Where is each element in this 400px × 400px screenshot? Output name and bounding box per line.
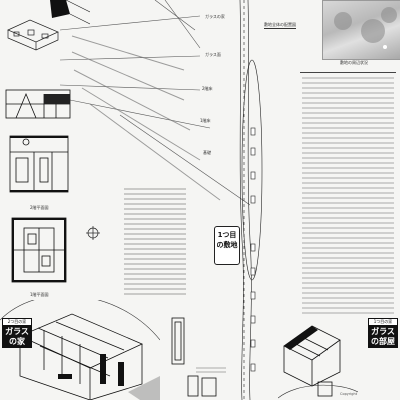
label-glass-room-line2: の部屋 xyxy=(371,337,395,346)
label-glass-house-line1: ガラス xyxy=(5,327,29,336)
center-site-marker: 1つ目 の敷地 xyxy=(214,226,240,265)
leader-lines xyxy=(60,0,250,206)
callout-5: 基礎 xyxy=(203,150,211,155)
isometric-glass-room xyxy=(278,325,358,399)
center-marker-line1: 1つ目 xyxy=(217,231,237,239)
body-text-middle xyxy=(124,185,186,303)
floor-plan-first xyxy=(11,217,67,283)
site-axis-drawing xyxy=(239,0,263,400)
section-drawing-top xyxy=(5,89,71,119)
isometric-glass-house xyxy=(0,300,160,400)
plan-label-second: 2階平面図 xyxy=(30,205,49,210)
label-glass-house-top: 2つ目の家 xyxy=(2,318,32,326)
label-glass-house-title: ガラス の家 xyxy=(2,326,32,348)
elevation-drawings xyxy=(171,317,226,397)
isometric-sketch-top-left xyxy=(7,0,90,51)
crosshair-symbol xyxy=(86,226,100,240)
callout-2: ガラス面 xyxy=(205,52,221,57)
callout-3: 2階床 xyxy=(202,86,213,91)
body-text-right xyxy=(300,72,396,322)
center-marker-line2: の敷地 xyxy=(216,241,238,249)
site-photo xyxy=(322,0,400,60)
site-plan-caption: 敷地全体の配置図 xyxy=(264,22,296,29)
footer-credit: Copyright xyxy=(340,392,358,396)
label-glass-room-top: 1つ目の家 xyxy=(368,318,398,326)
callout-1: ガラスの家 xyxy=(205,14,225,19)
plan-label-first: 1階平面図 xyxy=(30,292,49,297)
floor-plan-second xyxy=(9,135,69,193)
label-glass-house-line2: の家 xyxy=(9,337,25,346)
label-glass-room: 1つ目の家 ガラス の部屋 xyxy=(368,318,398,348)
label-glass-room-title: ガラス の部屋 xyxy=(368,326,398,348)
site-photo-caption: 敷地の周辺状況 xyxy=(340,60,368,65)
callout-4: 1階床 xyxy=(200,118,211,123)
label-glass-house: 2つ目の家 ガラス の家 xyxy=(2,318,32,348)
label-glass-room-line1: ガラス xyxy=(371,327,395,336)
